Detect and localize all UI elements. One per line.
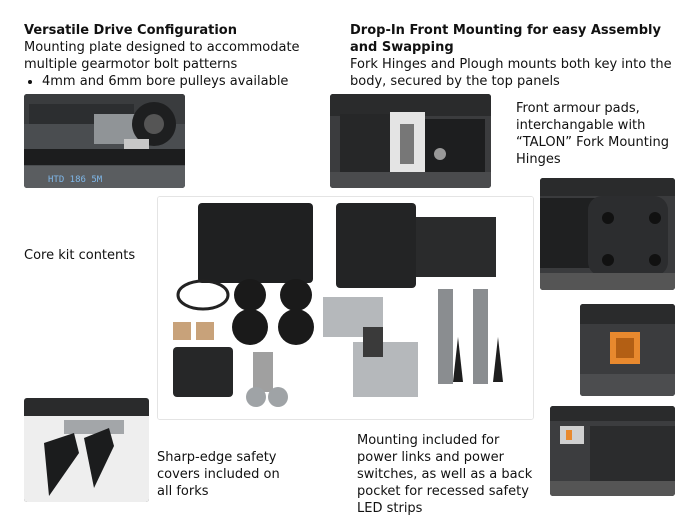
drive-photo: HTD 186 5M — [24, 94, 185, 188]
connector-photo — [580, 304, 675, 396]
core-kit-photo — [157, 196, 534, 420]
left-section: Versatile Drive Configuration Mounting p… — [24, 22, 324, 90]
power-switch-photo — [550, 406, 675, 496]
mounting-caption: Mounting included for power links and po… — [357, 433, 533, 516]
safety-cover-photo — [24, 398, 149, 502]
right-section-title: Drop-In Front Mounting for easy Assembly… — [350, 23, 661, 55]
drive-belt-label: HTD 186 5M — [48, 175, 103, 185]
safety-caption: Sharp-edge safety covers included on all… — [157, 450, 280, 499]
left-section-body: Mounting plate designed to accommodate m… — [24, 40, 300, 72]
bullet-item: 4mm and 6mm bore pulleys available — [42, 73, 324, 90]
right-section: Drop-In Front Mounting for easy Assembly… — [350, 22, 680, 90]
left-section-bullets: 4mm and 6mm bore pulleys available — [24, 73, 324, 90]
drive-photo-art: HTD 186 5M — [24, 94, 185, 188]
kit-caption: Core kit contents — [24, 248, 136, 263]
right-section-body: Fork Hinges and Plough mounts both key i… — [350, 57, 672, 89]
armour-pad-photo — [540, 178, 675, 290]
front-mount-photo — [330, 94, 491, 188]
armour-caption: Front armour pads, interchangable with “… — [516, 101, 669, 167]
left-section-title: Versatile Drive Configuration — [24, 23, 237, 38]
